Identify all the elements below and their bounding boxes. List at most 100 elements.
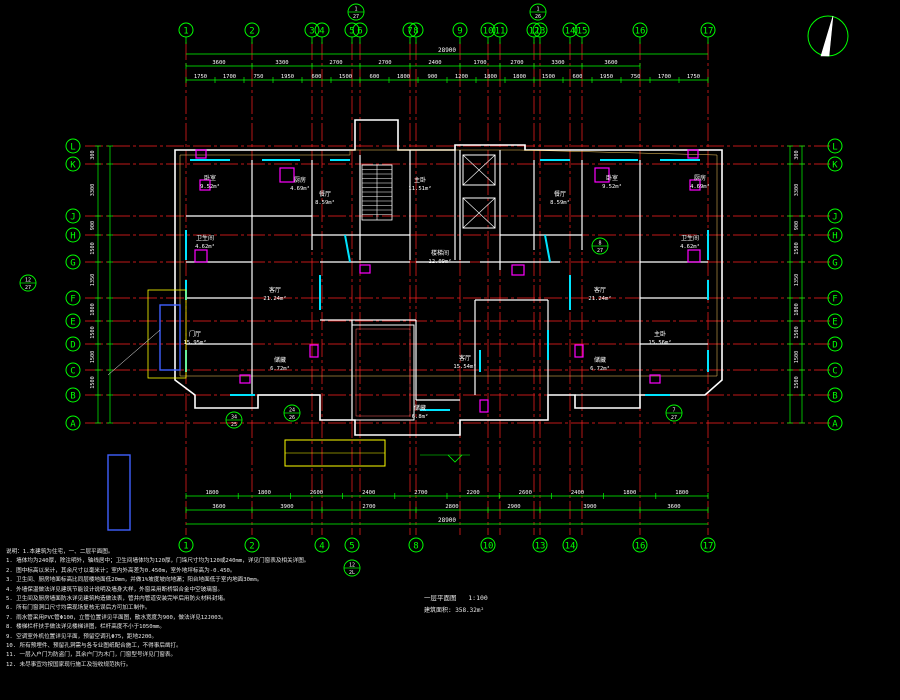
bay-window-detail bbox=[107, 454, 131, 531]
axis-label-left-A: A bbox=[70, 420, 76, 430]
axis-label-bottom-17: 17 bbox=[703, 542, 714, 552]
note-line: 2. 图中标高以米计，其余尺寸以毫米计；室内外高差为0.450m，室外地坪标高为… bbox=[6, 567, 236, 574]
central-stair bbox=[351, 324, 415, 421]
room-area-right-1: 4.69m² bbox=[690, 183, 710, 190]
plumbing-fixture bbox=[359, 264, 371, 274]
axis-bubble-right-E bbox=[827, 313, 843, 329]
dim-top-2-text: 600 bbox=[370, 74, 380, 80]
plumbing-fixture bbox=[194, 249, 208, 263]
dim-left-text: 900 bbox=[90, 221, 96, 230]
axis-label-right-J: J bbox=[832, 213, 837, 223]
axis-bubble-left-A bbox=[65, 415, 81, 431]
room-area-right-4: 4.62m² bbox=[680, 243, 700, 250]
axis-label-top-8: 8 bbox=[413, 27, 418, 37]
dim-bottom-1-text: 2200 bbox=[466, 490, 479, 496]
axis-bubble-bottom-16 bbox=[632, 537, 648, 553]
axis-label-right-B: B bbox=[832, 392, 837, 402]
dim-bottom-2-text: 2700 bbox=[362, 504, 375, 510]
axis-label-right-K: K bbox=[832, 161, 838, 171]
dim-left-text: 3300 bbox=[90, 184, 96, 197]
detail-callout-bottom-1: 26 bbox=[535, 14, 541, 20]
axis-label-bottom-10: 10 bbox=[483, 542, 494, 552]
note-line: 5. 卫生间及厨房墙面防水详见建筑构造做法表，管井内管道安装完毕后用防火材料封堵… bbox=[6, 596, 229, 603]
axis-label-right-C: C bbox=[832, 367, 837, 377]
detail-callout-bottom-2: 27 bbox=[25, 285, 31, 291]
axis-label-bottom-5: 5 bbox=[349, 542, 354, 552]
room-label-0: 卧室 bbox=[204, 174, 216, 182]
axis-label-bottom-14: 14 bbox=[565, 542, 576, 552]
axis-bubble-left-F bbox=[65, 290, 81, 306]
room-label-right-0: 卧室 bbox=[606, 174, 618, 182]
dim-top-2-text: 1500 bbox=[542, 74, 555, 80]
axis-label-top-15: 15 bbox=[577, 27, 588, 37]
note-line: 说明：1.本建筑为住宅，一、二层平面图。 bbox=[6, 549, 114, 555]
axis-label-top-14: 14 bbox=[565, 27, 576, 37]
dim-top-2-text: 750 bbox=[254, 74, 264, 80]
axis-label-bottom-13: 13 bbox=[535, 542, 546, 552]
room-area-8: 6.72m² bbox=[270, 365, 290, 372]
room-area-0: 9.52m² bbox=[200, 183, 220, 190]
room-label-right-5: 储藏 bbox=[594, 356, 606, 364]
plumbing-fixture bbox=[511, 264, 525, 276]
axis-bubble-right-F bbox=[827, 290, 843, 306]
note-line: 4. 外墙保温做法详见建筑节能设计说明及墙身大样，外窗采用断桥铝合金中空玻璃窗。 bbox=[6, 586, 224, 593]
dim-top-1-text: 2700 bbox=[510, 60, 523, 66]
dim-bottom-2-text: 2800 bbox=[445, 504, 458, 510]
axis-label-top-7: 7 bbox=[407, 27, 412, 37]
dim-top-2-text: 1950 bbox=[600, 74, 613, 80]
axis-label-bottom-2: 2 bbox=[249, 542, 254, 552]
elevator-cross bbox=[462, 197, 496, 229]
dim-left-text: 1500 bbox=[90, 351, 96, 364]
plumbing-fixture bbox=[687, 249, 701, 263]
dim-top-1-text: 2700 bbox=[378, 60, 391, 66]
axis-label-left-D: D bbox=[70, 341, 75, 351]
axis-label-left-L: L bbox=[70, 143, 75, 153]
dim-top-2-text: 600 bbox=[312, 74, 322, 80]
dim-top-1-text: 2400 bbox=[428, 60, 441, 66]
plumbing-fixture bbox=[689, 179, 701, 191]
dim-bottom-1-text: 2700 bbox=[414, 490, 427, 496]
axis-label-top-11: 11 bbox=[495, 27, 506, 37]
axis-label-bottom-4: 4 bbox=[319, 542, 324, 552]
dim-bottom-1-text: 2400 bbox=[571, 490, 584, 496]
detail-callout-top-6: 8 bbox=[598, 241, 601, 247]
axis-label-left-G: G bbox=[70, 259, 75, 269]
axis-bubble-right-J bbox=[827, 208, 843, 224]
detail-callout-top-1: 1 bbox=[536, 7, 539, 13]
dim-top-2-text: 1700 bbox=[223, 74, 236, 80]
room-label-8: 储藏 bbox=[274, 356, 286, 364]
dim-left-text: 1800 bbox=[90, 303, 96, 316]
room-area-2: 8.59m² bbox=[315, 199, 335, 206]
detail-callout-top-2: 12 bbox=[25, 278, 31, 284]
axis-label-right-E: E bbox=[832, 318, 837, 328]
axis-bubble-right-A bbox=[827, 415, 843, 431]
axis-label-top-17: 17 bbox=[703, 27, 714, 37]
axis-label-top-16: 16 bbox=[635, 27, 646, 37]
axis-label-left-B: B bbox=[70, 392, 75, 402]
dim-right-text: 900 bbox=[794, 221, 800, 230]
dim-bottom-1-text: 1800 bbox=[205, 490, 218, 496]
room-label-5: 卫生间 bbox=[196, 234, 214, 242]
axis-bubble-left-C bbox=[65, 362, 81, 378]
dim-right-text: 1500 bbox=[794, 326, 800, 339]
room-label-right-3: 客厅 bbox=[594, 286, 606, 294]
dim-top-2-text: 1800 bbox=[397, 74, 410, 80]
dim-right-text: 1500 bbox=[794, 351, 800, 364]
elevator-shaft bbox=[462, 154, 496, 186]
dim-bottom-2-text: 3600 bbox=[667, 504, 680, 510]
dim-right-text: 1350 bbox=[794, 274, 800, 287]
axis-label-top-1: 1 bbox=[183, 27, 188, 37]
note-line: 10. 所有预埋件、预留孔洞需与各专业图纸配合施工，不得事后凿打。 bbox=[6, 643, 182, 650]
plumbing-fixture bbox=[687, 149, 699, 159]
room-area-11: 15.56m² bbox=[648, 339, 671, 346]
overall-dim-bottom: 28900 bbox=[438, 517, 456, 524]
overall-dim-top: 28900 bbox=[438, 47, 456, 54]
window-opening bbox=[344, 234, 351, 263]
axis-label-right-A: A bbox=[832, 420, 838, 430]
room-area-9: 12.09m² bbox=[428, 258, 451, 265]
dim-bottom-1-text: 1800 bbox=[623, 490, 636, 496]
axis-bubble-right-G bbox=[827, 254, 843, 270]
dim-bottom-2-text: 3900 bbox=[280, 504, 293, 510]
